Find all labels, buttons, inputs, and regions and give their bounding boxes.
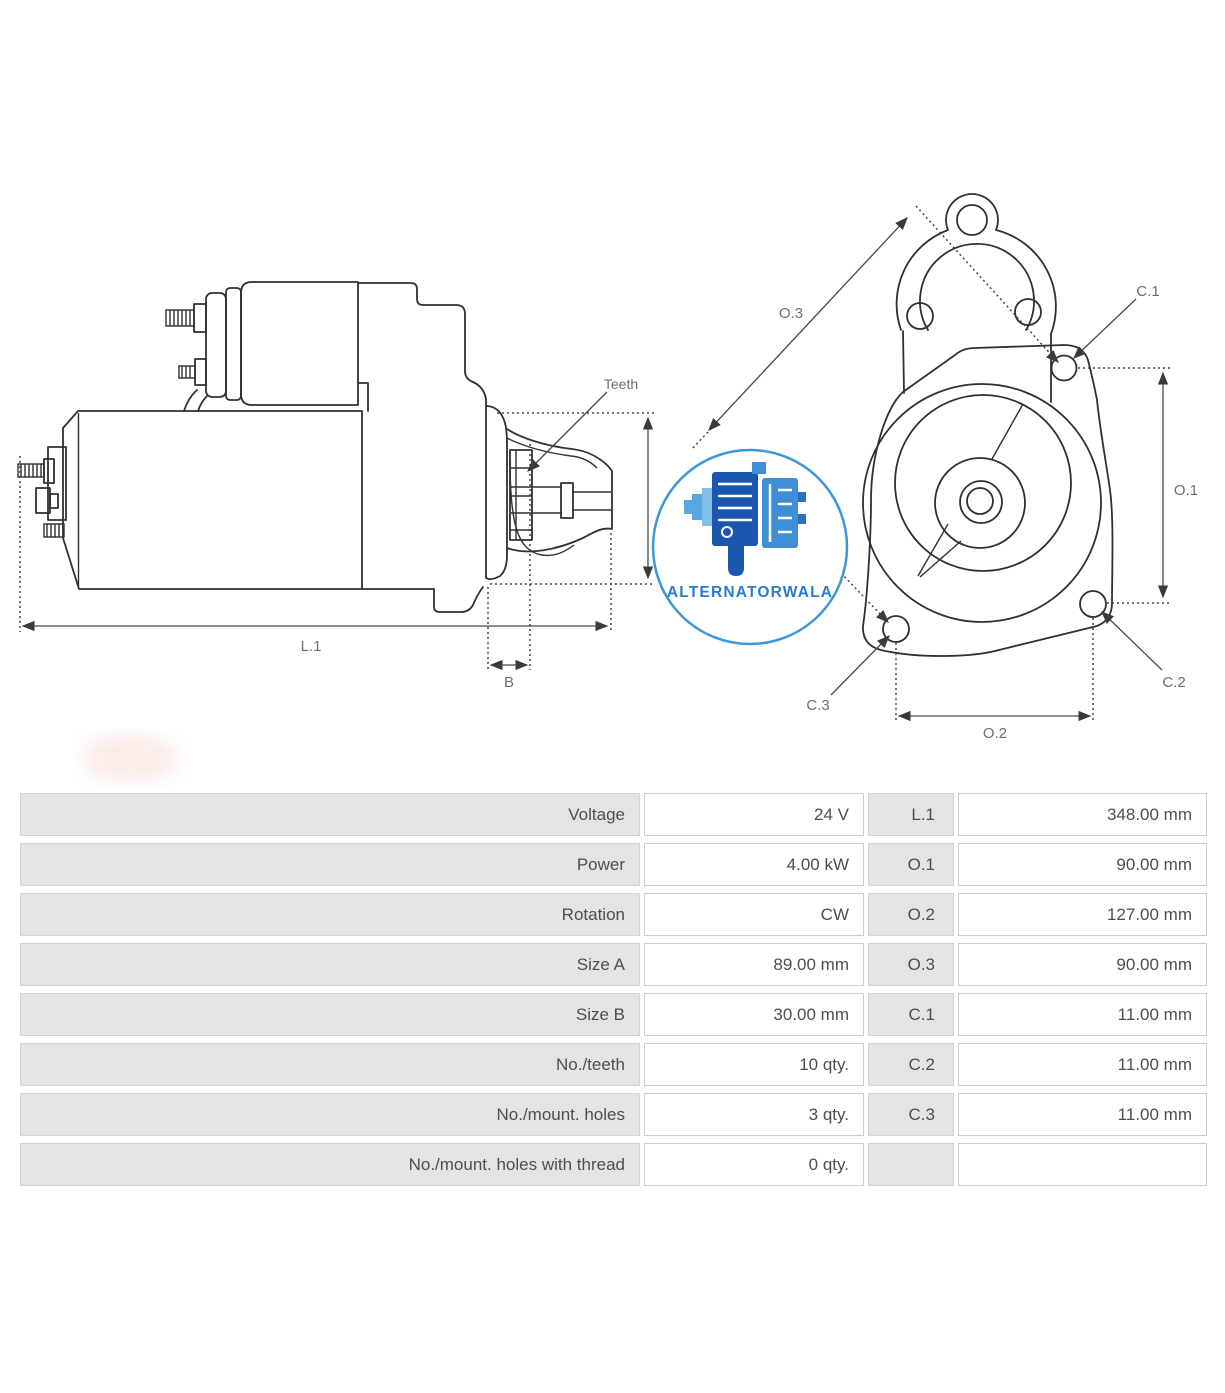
spec-value-cell: 89.00 mm <box>644 943 864 986</box>
spec-label-cell: Voltage <box>20 793 640 836</box>
front-view-dimensions: O.3 C.1 O.1 C.2 C.3 O.2 <box>691 205 1198 742</box>
dim-label-c2: C.2 <box>1162 674 1185 691</box>
lower-stud <box>43 523 65 538</box>
spec-label-cell: Size A <box>20 943 640 986</box>
dim-value-cell: 127.00 mm <box>958 893 1207 936</box>
spec-label-cell: No./mount. holes <box>20 1093 640 1136</box>
spec-value-cell: 3 qty. <box>644 1093 864 1136</box>
spec-value-cell: 24 V <box>644 793 864 836</box>
brand-logo: ALTERNATORWALA <box>651 448 849 646</box>
dim-key-cell: C.1 <box>868 993 954 1036</box>
spec-label-cell: Size B <box>20 993 640 1036</box>
spec-value-cell: CW <box>644 893 864 936</box>
spec-value-cell: 10 qty. <box>644 1043 864 1086</box>
dim-key-cell: L.1 <box>868 793 954 836</box>
spec-value-cell: 4.00 kW <box>644 843 864 886</box>
dim-key-cell <box>868 1143 954 1186</box>
dim-key-cell: O.2 <box>868 893 954 936</box>
spec-label-cell: No./mount. holes with thread <box>20 1143 640 1186</box>
dim-key-cell: C.3 <box>868 1093 954 1136</box>
dim-value-cell: 90.00 mm <box>958 943 1207 986</box>
dim-label-b: B <box>504 674 514 691</box>
dim-label-l1: L.1 <box>301 638 322 655</box>
dim-label-c3: C.3 <box>806 697 829 714</box>
pinion-gear <box>509 449 533 541</box>
starter-motor-icon <box>684 462 806 576</box>
dim-label-c1: C.1 <box>1136 283 1159 300</box>
spec-label-cell: Rotation <box>20 893 640 936</box>
dim-value-cell: 90.00 mm <box>958 843 1207 886</box>
dim-key-cell: C.2 <box>868 1043 954 1086</box>
solenoid <box>165 281 369 412</box>
dim-key-cell: O.1 <box>868 843 954 886</box>
front-stud <box>17 463 45 478</box>
technical-drawing-canvas: Teeth L.1 B <box>17 193 1198 782</box>
dim-value-cell: 348.00 mm <box>958 793 1207 836</box>
dim-key-cell: O.3 <box>868 943 954 986</box>
mount-hole-c1 <box>1050 354 1078 382</box>
mount-hole-c3 <box>882 615 910 643</box>
faint-smudge <box>82 734 178 782</box>
dim-value-cell: 11.00 mm <box>958 1043 1207 1086</box>
spec-value-cell: 30.00 mm <box>644 993 864 1036</box>
spec-value-cell: 0 qty. <box>644 1143 864 1186</box>
spec-table: Voltage 24 V L.1 348.00 mm Power 4.00 kW… <box>20 793 1207 1186</box>
dim-label-o3: O.3 <box>779 305 803 322</box>
teeth-label: Teeth <box>604 376 638 392</box>
dim-value-cell <box>958 1143 1207 1186</box>
mount-hole-c2 <box>1079 590 1107 618</box>
front-view-drawing <box>862 193 1114 657</box>
side-view-drawing <box>17 281 613 613</box>
logo-wordmark: ALTERNATORWALA <box>667 584 833 601</box>
spec-label-cell: No./teeth <box>20 1043 640 1086</box>
dim-label-o2: O.2 <box>983 725 1007 742</box>
side-view-dimensions: Teeth L.1 B <box>19 376 655 691</box>
solenoid-mount-flange <box>895 193 1057 403</box>
dim-label-o1: O.1 <box>1174 482 1198 499</box>
spec-label-cell: Power <box>20 843 640 886</box>
dim-value-cell: 11.00 mm <box>958 1093 1207 1136</box>
dim-value-cell: 11.00 mm <box>958 993 1207 1036</box>
